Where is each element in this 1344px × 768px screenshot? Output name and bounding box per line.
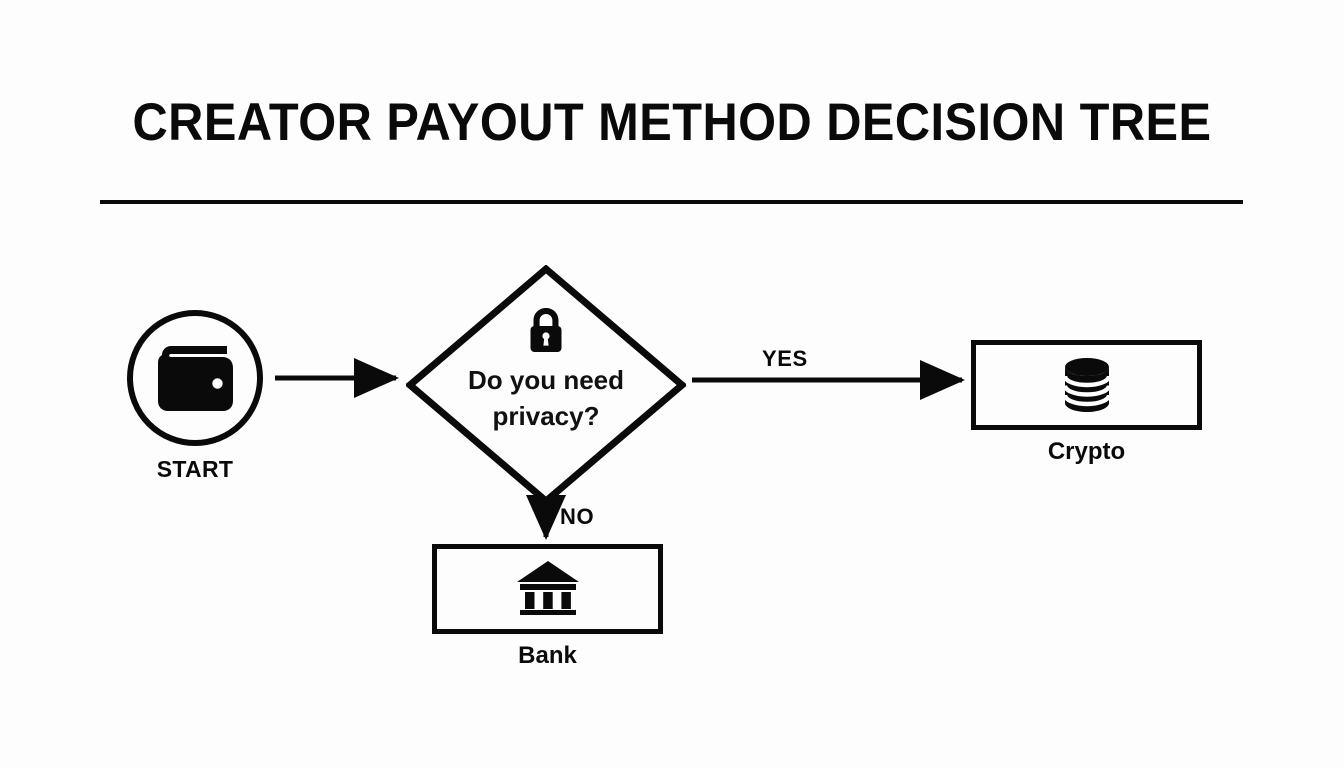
decision-question-line-1: Do you need xyxy=(467,365,624,395)
lock-icon xyxy=(530,308,562,352)
decision-diamond-shape xyxy=(406,265,686,505)
edge-label-yes: YES xyxy=(762,346,808,371)
start-node[interactable]: START xyxy=(127,310,263,482)
bank-outcome-box[interactable] xyxy=(432,544,663,634)
title-divider xyxy=(100,200,1243,204)
bank-outcome-label: Bank xyxy=(518,642,577,669)
crypto-outcome-box[interactable] xyxy=(971,340,1202,430)
decision-node[interactable]: Do you need privacy? xyxy=(406,265,686,505)
start-node-label: START xyxy=(156,456,234,482)
decision-question-line-2: privacy? xyxy=(492,401,600,431)
edge-label-no: NO xyxy=(560,504,595,529)
coin-stack-icon xyxy=(1062,358,1111,412)
bank-building-icon xyxy=(516,561,579,615)
wallet-icon xyxy=(158,346,233,411)
crypto-outcome-label: Crypto xyxy=(1047,438,1126,465)
decision-question: Do you need privacy? xyxy=(436,362,656,434)
page-title: CREATOR PAYOUT METHOD DECISION TREE xyxy=(132,93,1212,152)
